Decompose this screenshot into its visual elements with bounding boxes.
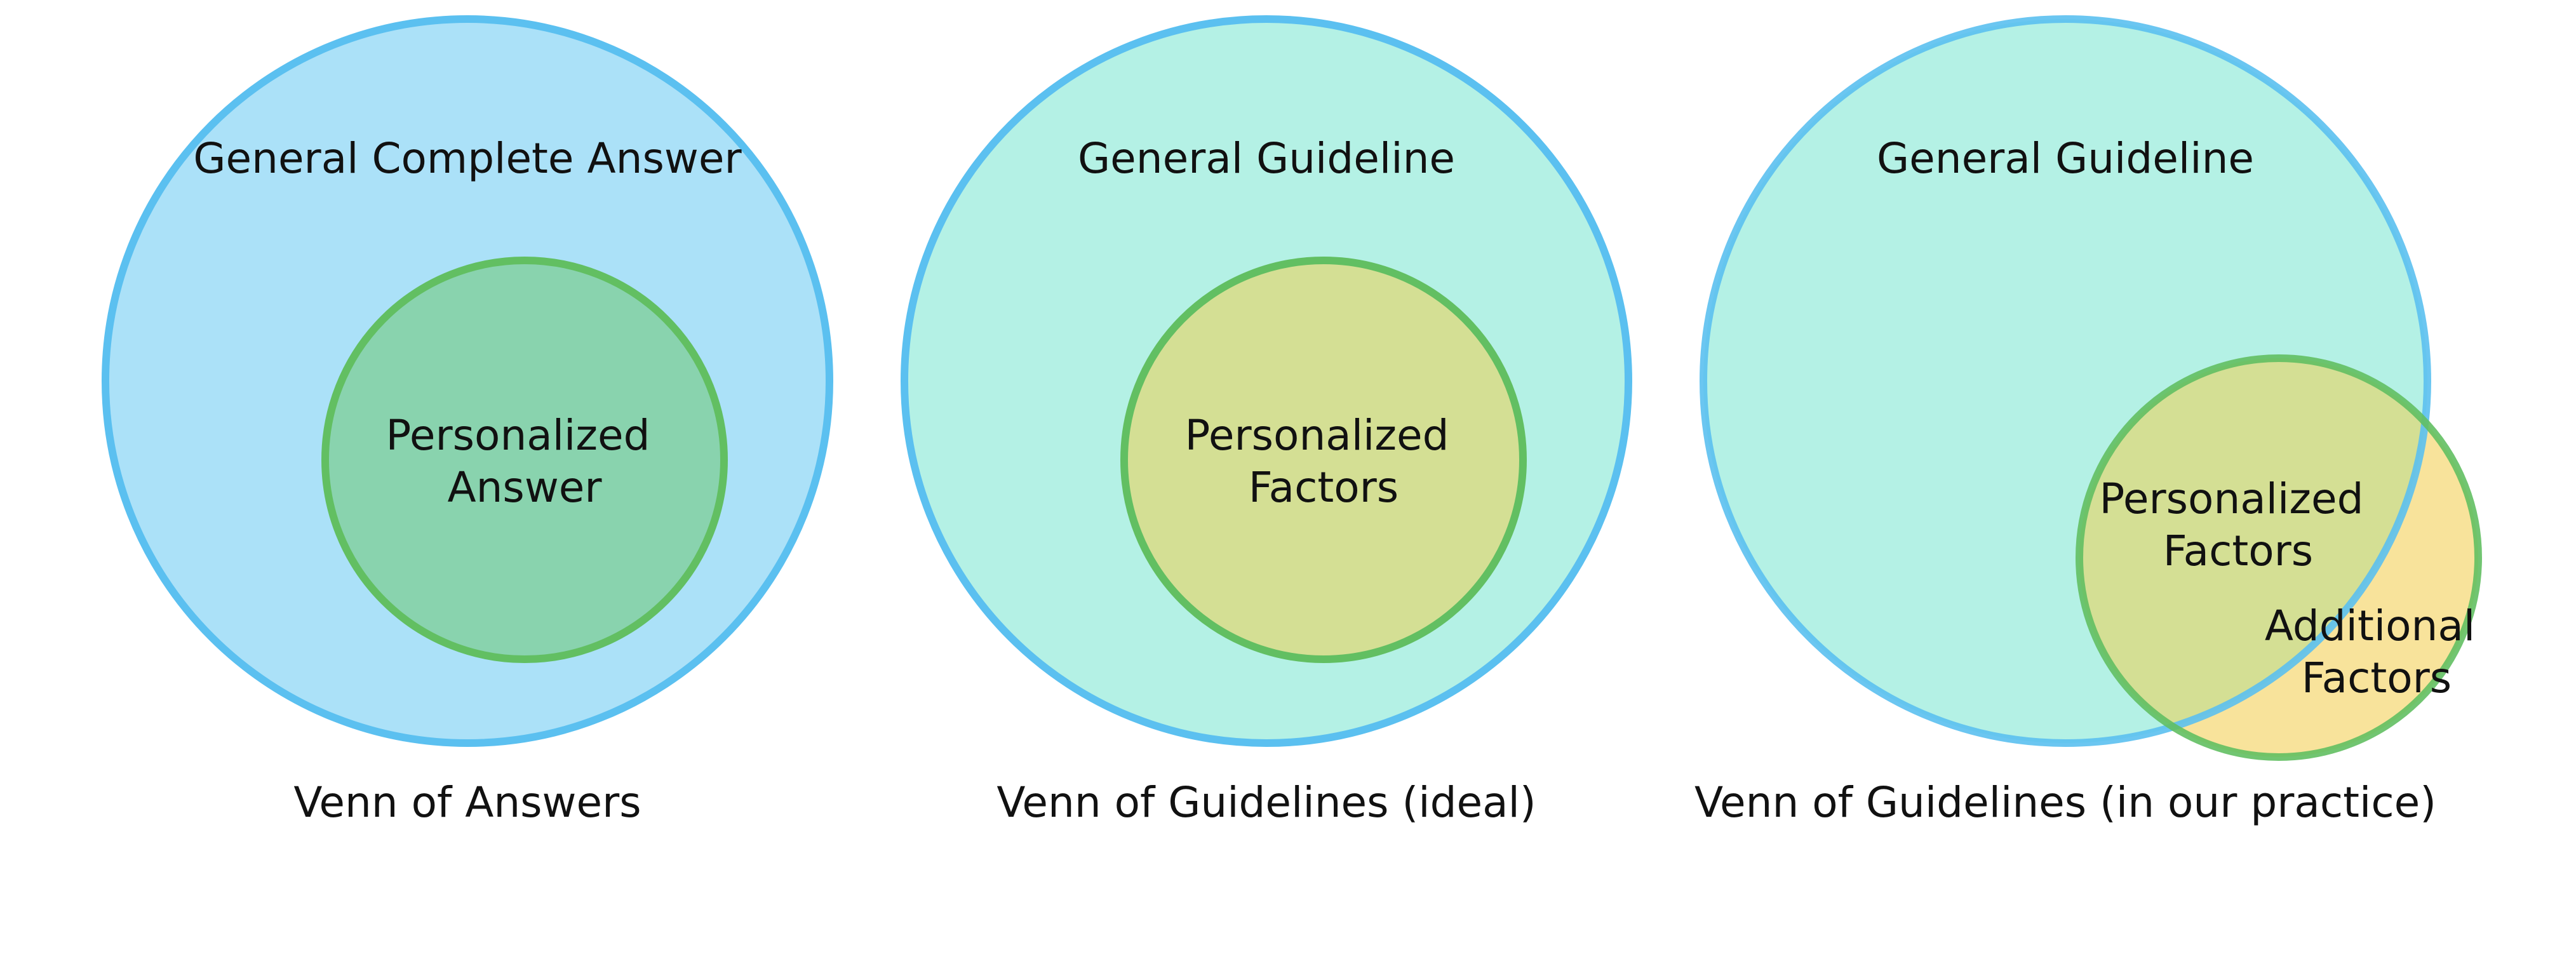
venn-guidelines-practice-panel: General Guideline Personalized Factors A… [1694, 15, 2488, 827]
general-guideline-label-ideal: General Guideline [1078, 134, 1455, 183]
general-guideline-label-practice: General Guideline [1877, 134, 2254, 183]
personalized-factors-circle-practice [2076, 354, 2482, 761]
general-guideline-outline-practice [1700, 15, 2431, 747]
venn-guidelines-practice-caption: Venn of Guidelines (in our practice) [1694, 778, 2436, 827]
additional-factors-label: Additional Factors [2265, 601, 2488, 702]
personalized-factors-label-ideal: Personalized Factors [1184, 411, 1462, 512]
venn-guidelines-ideal-panel: General Guideline Personalized Factors V… [901, 15, 1632, 827]
venn-answers-panel: General Complete Answer Personalized Ans… [102, 15, 833, 827]
personalized-answer-circle [321, 257, 728, 663]
personalized-factors-circle-ideal [1120, 257, 1527, 663]
personalized-factors-label-practice: Personalized Factors [2099, 474, 2377, 575]
personalized-answer-label: Personalized Answer [386, 411, 663, 512]
venn-guidelines-ideal-caption: Venn of Guidelines (ideal) [996, 778, 1536, 827]
general-complete-answer-label: General Complete Answer [193, 134, 742, 183]
venn-answers-caption: Venn of Answers [293, 778, 641, 827]
